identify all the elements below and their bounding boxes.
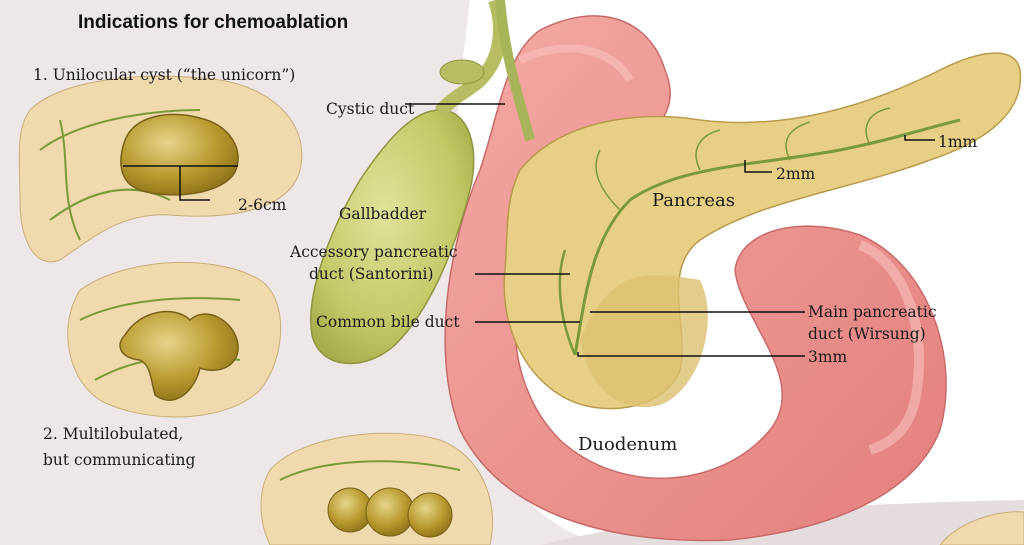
inset-multilobulated-cyst	[67, 261, 282, 418]
page-title: Indications for chemoablation	[78, 12, 349, 33]
main-duct-label-line2: duct (Wirsung)	[808, 325, 926, 343]
accessory-duct-label-line1: Accessory pancreatic	[290, 243, 458, 261]
pancreas-label: Pancreas	[652, 190, 735, 211]
inset-unilocular-cyst	[18, 75, 303, 263]
leader-lines	[405, 103, 935, 357]
main-duct-label-line1: Main pancreatic	[808, 303, 937, 321]
cystic-duct-label: Cystic duct	[326, 100, 415, 118]
indication-2-label-line2: but communicating	[43, 451, 196, 469]
indication-2-label-line1: 2. Multilobulated,	[43, 425, 184, 443]
gallbladder-illustration	[310, 0, 535, 365]
duodenum-label: Duodenum	[578, 434, 678, 455]
indication-1-label: 1. Unilocular cyst (“the unicorn”)	[33, 66, 296, 84]
body-duct-size-label: 2mm	[776, 165, 816, 183]
tail-duct-size-label: 1mm	[938, 133, 978, 151]
inset-multilocular-cyst	[260, 432, 494, 545]
pancreas-illustration	[503, 52, 1022, 410]
cyst-size-label: 2-6cm	[238, 196, 287, 214]
common-bile-duct-label: Common bile duct	[316, 313, 460, 331]
accessory-duct-label-line2: duct (Santorini)	[309, 265, 434, 283]
head-duct-size-label: 3mm	[808, 348, 848, 366]
gallbladder-label: Gallbadder	[339, 205, 427, 223]
